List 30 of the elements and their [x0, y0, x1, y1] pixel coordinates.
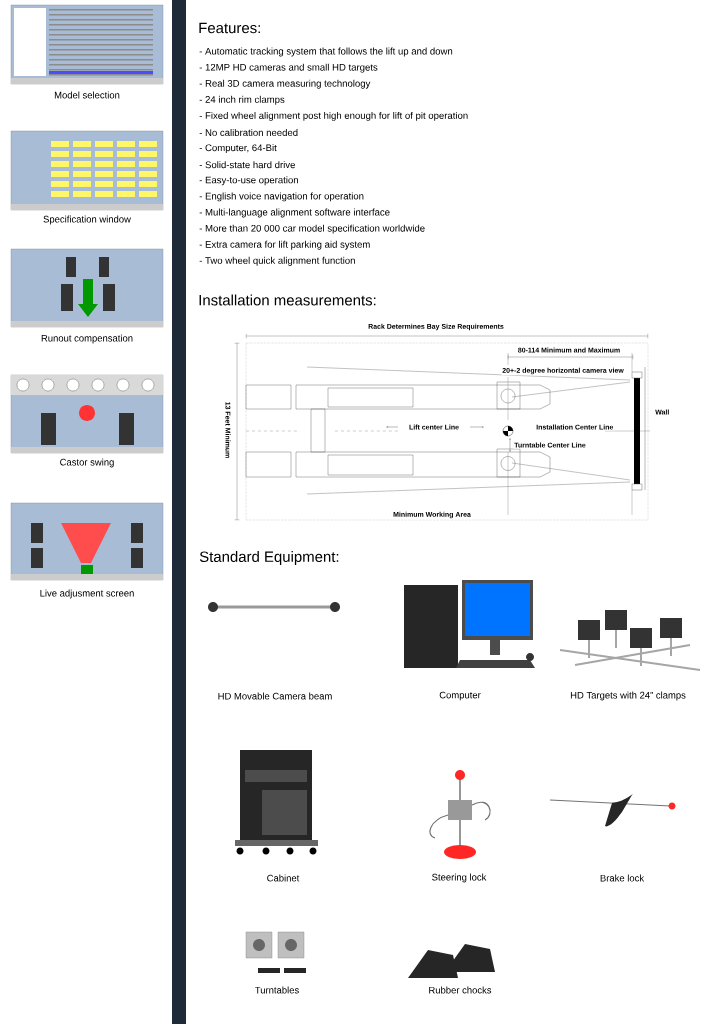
feature-item: - Fixed wheel alignment post high enough for lift of pit operation	[199, 111, 468, 121]
section-heading: Installation measurements:	[199, 294, 376, 306]
screen-caption: Model selection	[54, 91, 120, 99]
screen-caption: Specification window	[43, 215, 131, 225]
feature-item: - More than 20 000 car model specification worldwide	[199, 224, 425, 234]
product-caption: Turntables	[255, 986, 299, 994]
feature-item: - Solid-state hard drive	[199, 161, 295, 169]
product-caption: Brake lock	[600, 874, 645, 882]
screen-caption: Live adjusment screen	[40, 589, 134, 599]
feature-item: - Real 3D camera measuring technology	[199, 79, 371, 89]
product-caption: Cabinet	[267, 874, 300, 882]
feature-item: - Multi-language alignment software interface	[199, 208, 390, 218]
feature-item: - No calibration needed	[199, 129, 298, 136]
product-caption: Computer	[439, 691, 481, 701]
product-caption: Steering lock	[432, 873, 487, 883]
feature-item: - Two wheel quick alignment function	[199, 256, 355, 266]
feature-item: - Automatic tracking system that follows the lift up and down	[199, 47, 453, 57]
feature-item: - English voice navigation for operation	[199, 192, 364, 202]
product-caption: Rubber chocks	[429, 986, 492, 994]
section-heading: Features:	[199, 22, 260, 34]
feature-item: - Easy-to-use operation	[199, 176, 298, 186]
feature-item: - Extra camera for lift parking aid system	[199, 240, 370, 250]
screen-caption: Runout compensation	[41, 334, 133, 344]
feature-item: - Computer, 64-Bit	[199, 144, 277, 154]
product-caption: HD Movable Camera beam	[218, 692, 332, 700]
product-caption: HD Targets with 24” clamps	[570, 691, 686, 701]
screen-caption: Castor swing	[60, 458, 114, 468]
feature-item: - 12MP HD cameras and small HD targets	[199, 63, 378, 73]
section-heading: Standard Equipment:	[199, 551, 339, 565]
feature-item: - 24 inch rim clamps	[199, 95, 285, 105]
